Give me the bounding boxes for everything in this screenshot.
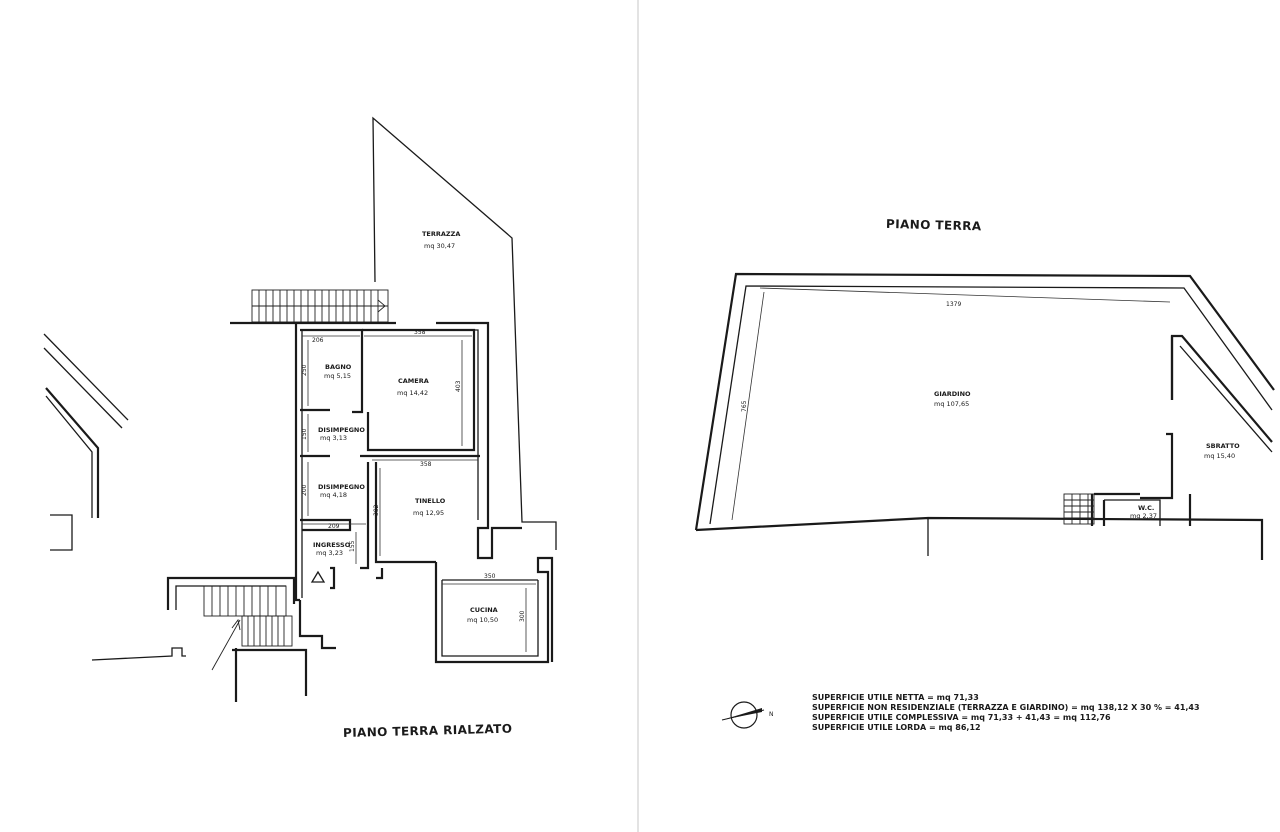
- terra-walls: [694, 272, 1275, 560]
- room-area-tinello: mq 12,95: [413, 509, 444, 517]
- room-area-camera: mq 14,42: [397, 389, 428, 397]
- summary-line-lorda: SUPERFICIE UTILE LORDA = mq 86,12: [812, 723, 981, 732]
- room-label-disimpegno-2: DISIMPEGNO: [318, 483, 365, 491]
- plan-piano-terra: PIANO TERRA: [694, 217, 1275, 732]
- room-label-bagno: BAGNO: [325, 363, 352, 371]
- dim-209: 209: [328, 523, 340, 530]
- dim-382: 382: [373, 504, 380, 516]
- room-label-tinello: TINELLO: [415, 497, 446, 505]
- room-area-terrazza: mq 30,47: [424, 242, 455, 250]
- lower-stair: [91, 576, 308, 702]
- room-area-ingresso: mq 3,23: [316, 549, 343, 557]
- dim-200: 200: [301, 484, 308, 496]
- dim-1379: 1379: [946, 301, 961, 308]
- dim-403: 403: [455, 380, 462, 392]
- room-area-cucina: mq 10,50: [467, 616, 498, 624]
- dim-300: 300: [519, 610, 526, 622]
- summary-line-non-residenziale: SUPERFICIE NON RESIDENZIALE (TERRAZZA E …: [812, 703, 1200, 712]
- room-label-cucina: CUCINA: [470, 606, 498, 614]
- dim-358-camera: 358: [414, 329, 426, 336]
- neighbour-fragment: [43, 333, 129, 551]
- summary-line-complessiva: SUPERFICIE UTILE COMPLESSIVA = mq 71,33 …: [812, 713, 1111, 722]
- room-label-giardino: GIARDINO: [934, 390, 971, 398]
- plan-piano-terra-rialzato: 206 358 250 403 150 358 200 209 382 155 …: [43, 116, 557, 740]
- dim-358-tinello: 358: [420, 461, 432, 468]
- terra-stair: [1063, 493, 1095, 525]
- room-label-wc: W.C.: [1138, 504, 1154, 512]
- north-arrow-icon: N: [721, 701, 774, 729]
- room-area-disimpegno-1: mq 3,13: [320, 434, 347, 442]
- dim-765: 765: [741, 400, 748, 412]
- plan-title-terra: PIANO TERRA: [886, 217, 982, 234]
- room-label-disimpegno-1: DISIMPEGNO: [318, 426, 365, 434]
- room-label-sbratto: SBRATTO: [1206, 442, 1240, 450]
- dim-250: 250: [301, 364, 308, 376]
- rialzato-dimension-lines: [302, 335, 536, 652]
- upper-stair: [251, 289, 389, 323]
- room-area-giardino: mq 107,65: [934, 400, 969, 408]
- dim-155: 155: [349, 540, 356, 552]
- room-area-sbratto: mq 15,40: [1204, 452, 1235, 460]
- rialzato-walls: [230, 321, 554, 664]
- entrance-marker-icon: [310, 570, 326, 583]
- room-label-camera: CAMERA: [398, 377, 429, 385]
- room-label-ingresso: INGRESSO: [313, 541, 351, 549]
- terrazza-outline: [372, 116, 557, 550]
- room-area-bagno: mq 5,15: [324, 372, 351, 380]
- plan-title-rialzato: PIANO TERRA RIALZATO: [343, 722, 513, 740]
- summary-line-netta: SUPERFICIE UTILE NETTA = mq 71,33: [812, 693, 979, 702]
- room-area-disimpegno-2: mq 4,18: [320, 491, 347, 499]
- room-area-wc: mq 2,37: [1130, 512, 1157, 520]
- dim-150: 150: [301, 428, 308, 440]
- room-label-terrazza: TERRAZZA: [422, 230, 460, 238]
- dim-206: 206: [312, 337, 324, 344]
- compass-label: N: [769, 711, 774, 718]
- dim-350: 350: [484, 573, 496, 580]
